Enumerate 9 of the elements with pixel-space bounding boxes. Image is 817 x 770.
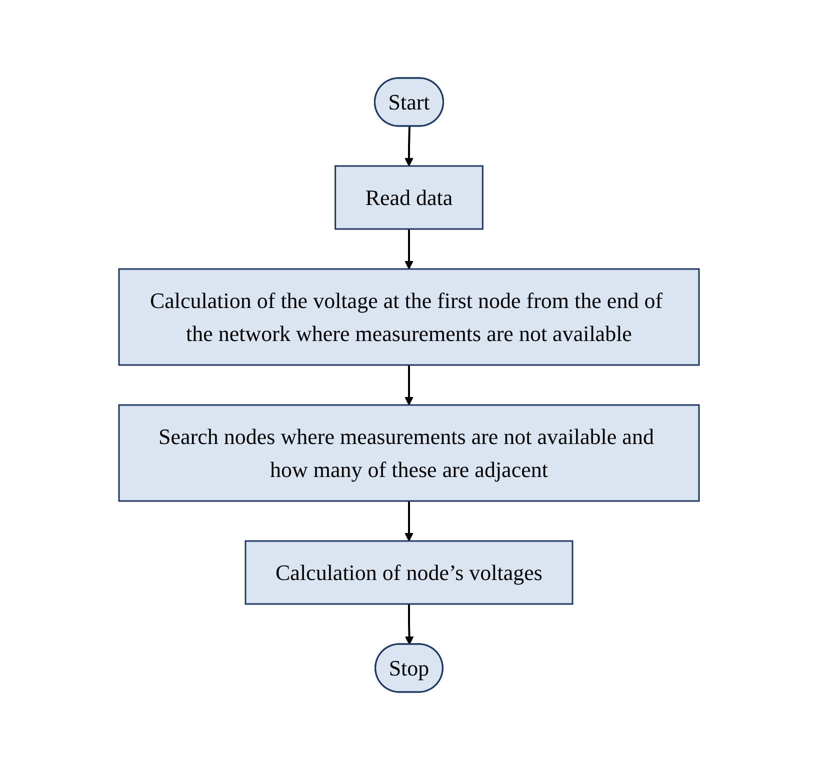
node-box: Calculation of the voltage at the first node from the end of the network where measurements are not available — [118, 268, 700, 366]
arrow — [404, 365, 413, 406]
node-box: Search nodes where measurements are not available and how many of these are adjacent — [118, 404, 700, 502]
node-box: Calculation of node’s voltages — [244, 540, 573, 605]
arrow — [404, 126, 413, 166]
arrow — [404, 501, 413, 542]
node-box: Read data — [334, 165, 483, 230]
arrow — [404, 229, 413, 270]
arrow — [404, 604, 414, 645]
